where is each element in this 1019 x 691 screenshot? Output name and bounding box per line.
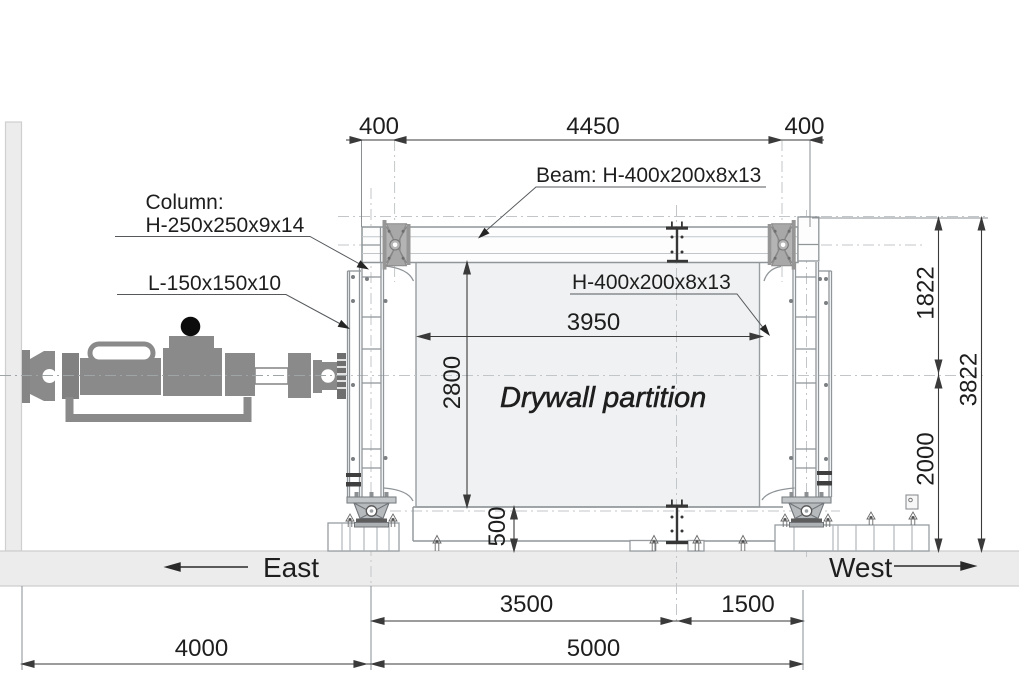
svg-text:3950: 3950 (567, 309, 620, 336)
svg-text:4000: 4000 (175, 635, 228, 662)
svg-text:500: 500 (484, 506, 511, 546)
svg-text:L-150x150x10: L-150x150x10 (148, 272, 281, 295)
svg-text:4450: 4450 (566, 113, 619, 140)
svg-text:Beam: H-400x200x8x13: Beam: H-400x200x8x13 (536, 164, 761, 187)
svg-text:1822: 1822 (913, 266, 940, 319)
svg-text:West: West (829, 552, 892, 583)
svg-text:2800: 2800 (439, 356, 466, 409)
svg-text:1500: 1500 (721, 591, 774, 618)
svg-text:H-250x250x9x14: H-250x250x9x14 (146, 214, 305, 237)
svg-text:Drywall partition: Drywall partition (500, 382, 706, 414)
svg-text:400: 400 (359, 113, 399, 140)
svg-text:H-400x200x8x13: H-400x200x8x13 (572, 271, 731, 294)
svg-text:5000: 5000 (567, 635, 620, 662)
svg-text:3822: 3822 (956, 353, 983, 406)
svg-text:East: East (263, 552, 319, 583)
svg-text:3500: 3500 (500, 591, 553, 618)
svg-text:2000: 2000 (913, 432, 940, 485)
svg-text:Column:: Column: (146, 191, 224, 214)
svg-text:400: 400 (784, 113, 824, 140)
